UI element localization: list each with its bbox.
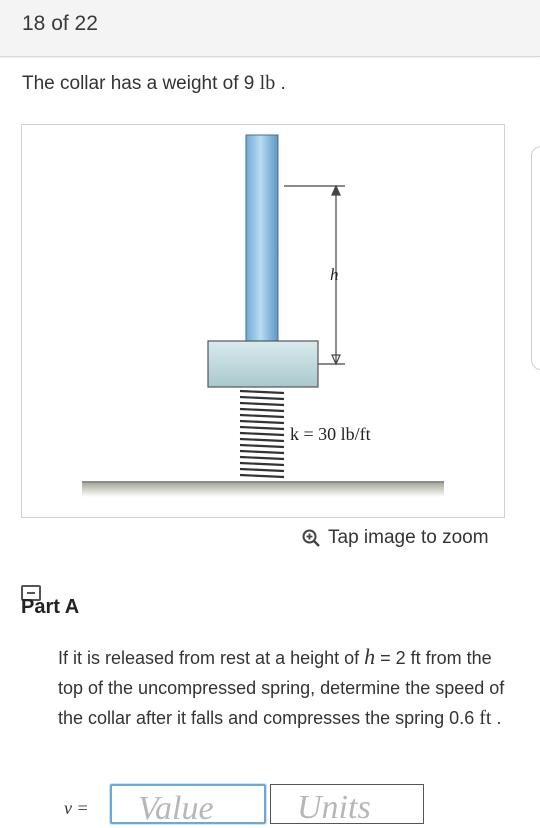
units-placeholder: Units [297,789,371,826]
intro-suffix: . [275,73,286,94]
zoom-label: Tap image to zoom [328,527,489,548]
part-title: Part A [21,596,80,618]
side-panel-handle[interactable] [531,146,540,370]
value-placeholder: Value [138,790,214,827]
zoom-in-icon [302,529,320,547]
problem-intro: The collar has a weight of 9 lb . [22,72,286,95]
question-part-3: . [491,708,502,728]
problem-counter: 18 of 22 [22,12,98,35]
intro-prefix: The collar has a weight of 9 [22,73,260,94]
top-bar: 18 of 22 [0,0,540,57]
spring [239,389,285,479]
problem-figure[interactable]: h k = 30 lb/ft [21,124,505,518]
label-spring-constant: k = 30 lb/ft [290,424,371,444]
question-part-2: = 2 ft from the top of the uncompressed … [58,648,505,728]
answer-row: v = Value Units [58,784,528,827]
vertical-rod [245,134,279,342]
question-text: If it is released from rest at a height … [58,642,518,733]
value-input[interactable]: Value [110,784,266,827]
collar-spring-diagram: h k = 30 lb/ft [82,134,444,497]
ground [82,483,444,497]
dimension-h [284,184,345,366]
question-part-1: If it is released from rest at a height … [58,648,365,668]
question-unit: ft [479,707,492,729]
collar [207,340,319,388]
answer-label: v = [64,798,89,818]
units-input[interactable]: Units [270,784,424,826]
intro-unit: lb [259,72,276,94]
collapse-icon[interactable] [21,585,41,601]
question-variable: h [364,644,376,669]
label-h: h [330,265,339,284]
tap-to-zoom[interactable]: Tap image to zoom [302,527,489,549]
